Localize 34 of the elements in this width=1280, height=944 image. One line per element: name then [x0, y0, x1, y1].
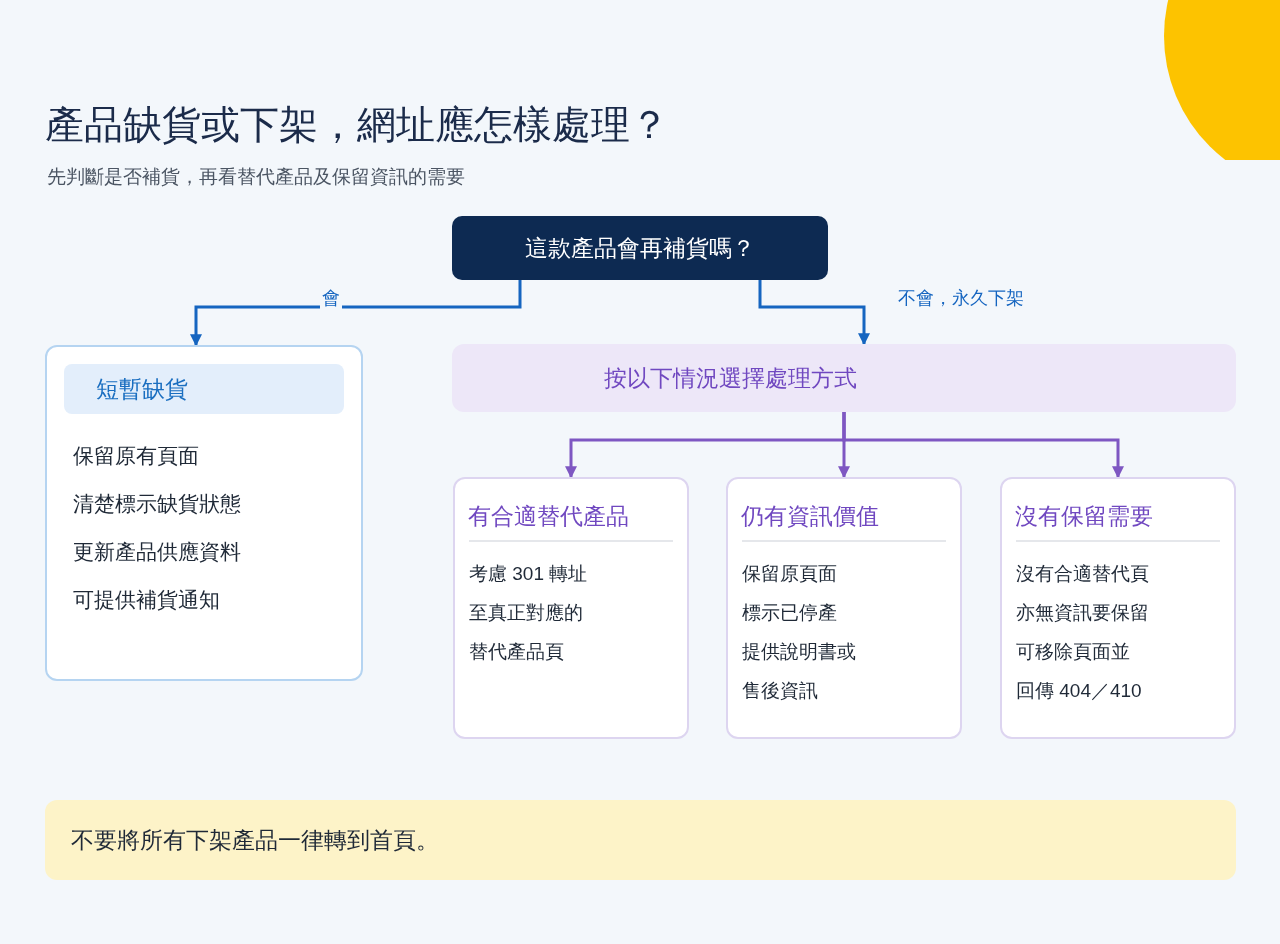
list-item: 沒有合適替代頁	[1016, 562, 1149, 586]
list-item: 亦無資訊要保留	[1016, 601, 1149, 625]
list-item: 更新產品供應資料	[73, 539, 241, 565]
option-card	[453, 477, 689, 739]
list-item: 回傳 404／410	[1016, 679, 1143, 703]
outcome-card	[45, 345, 363, 681]
card-heading: 短暫缺貨	[64, 364, 344, 414]
note-text: 不要將所有下架產品一律轉到首頁。	[71, 825, 439, 855]
subtitle: 先判斷是否補貨，再看替代產品及保留資訊的需要	[47, 165, 465, 189]
card-heading: 有合適替代產品	[468, 502, 629, 531]
list-item: 替代產品頁	[469, 640, 565, 664]
list-item: 考慮 301 轉址	[469, 562, 588, 586]
list-item: 至真正對應的	[469, 601, 584, 625]
list-item: 保留原有頁面	[73, 443, 200, 469]
arrow	[190, 280, 522, 347]
option-card	[726, 477, 962, 739]
arrow	[842, 412, 1124, 479]
list-item: 售後資訊	[742, 679, 819, 703]
list-item: 保留原頁面	[742, 562, 838, 586]
choice-band	[452, 344, 1236, 412]
list-item: 可提供補貨通知	[73, 587, 221, 613]
list-item: 標示已停產	[742, 601, 838, 625]
list-item: 可移除頁面並	[1016, 640, 1131, 664]
title: 產品缺貨或下架，網址應怎樣處理？	[45, 102, 669, 148]
note-banner	[45, 800, 1236, 880]
arrow	[758, 280, 870, 346]
list-item: 提供說明書或	[742, 640, 856, 664]
list-item: 清楚標示缺貨狀態	[73, 491, 241, 517]
option-card	[1000, 477, 1236, 739]
band-text: 按以下情況選擇處理方式	[604, 363, 857, 393]
question-box	[452, 216, 828, 280]
question-text: 這款產品會再補貨嗎？	[525, 233, 755, 263]
card-heading: 沒有保留需要	[1015, 502, 1153, 531]
card-heading: 仍有資訊價值	[741, 502, 879, 531]
